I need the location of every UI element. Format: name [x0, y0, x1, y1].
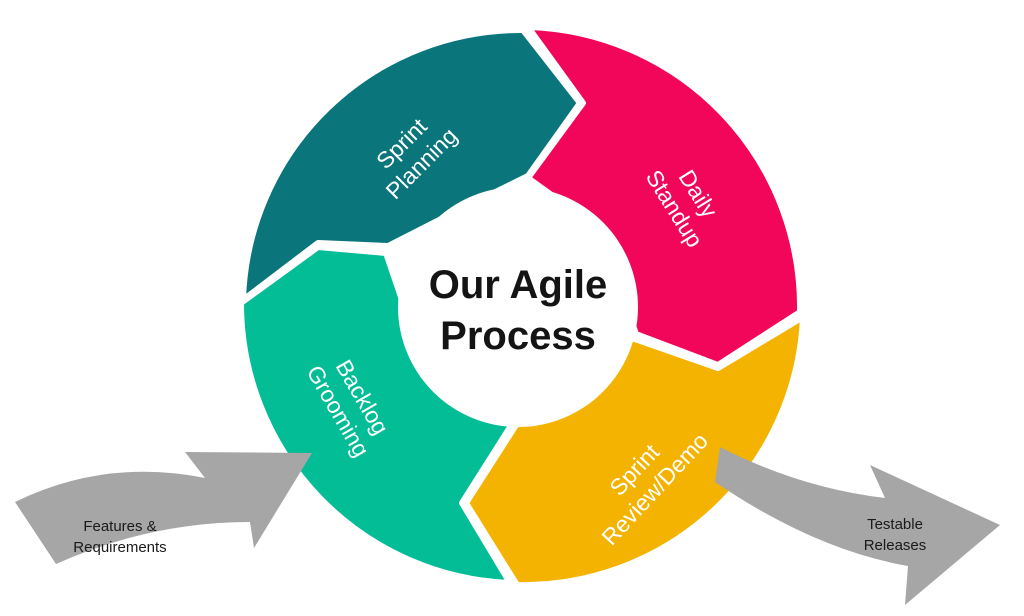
- input-arrow-label-line1: Features &: [83, 518, 156, 535]
- input-arrow-label-line2: Requirements: [73, 539, 166, 556]
- segment-sprint-review: [463, 314, 806, 589]
- center-circle: [398, 187, 638, 427]
- input-arrow: [15, 452, 312, 564]
- output-arrow-label-line1: Testable: [867, 516, 923, 533]
- center-title-line2: Process: [440, 314, 596, 358]
- segment-daily-standup: [525, 24, 804, 368]
- output-arrow-label-line2: Releases: [864, 537, 927, 554]
- center-title-line1: Our Agile: [429, 263, 608, 307]
- output-arrow: [715, 447, 1000, 605]
